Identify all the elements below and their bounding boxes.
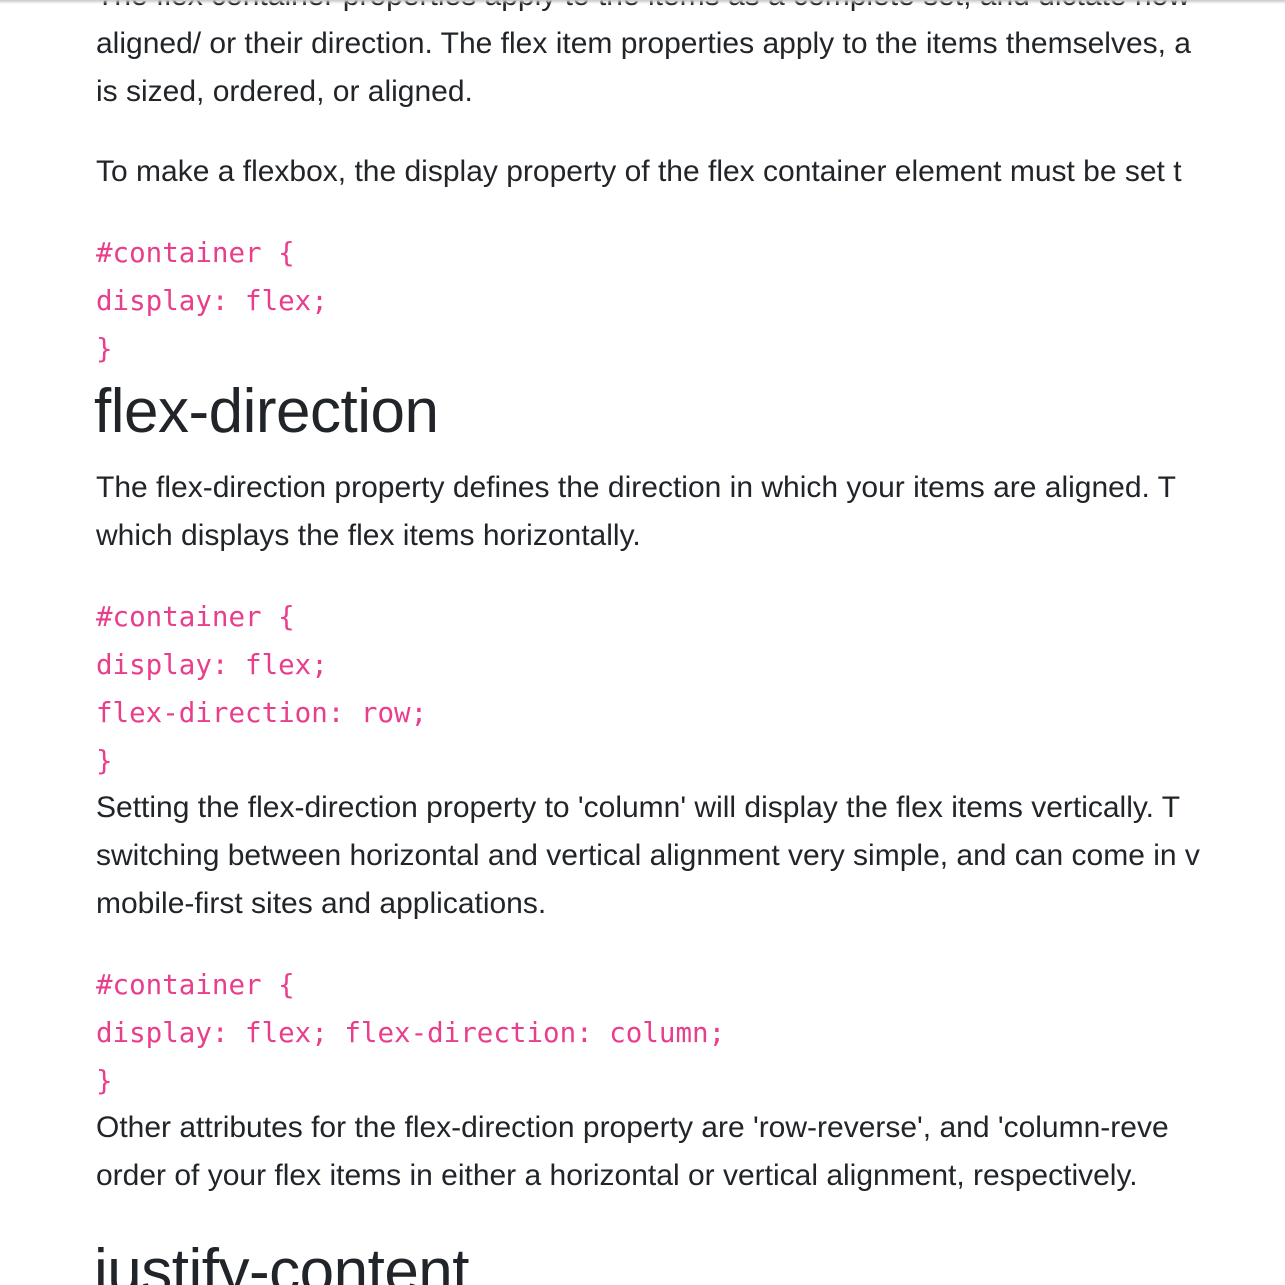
code-line: } [96, 1065, 113, 1097]
code-line: #container { [96, 237, 295, 269]
paragraph-line: is sized, ordered, or aligned. [96, 75, 473, 108]
heading-justify-content: justify-content [94, 1237, 470, 1285]
code-line: display: flex; flex-direction: column; [96, 1017, 726, 1049]
paragraph-line: aligned/ or their direction. The flex it… [96, 27, 1191, 60]
code-line: #container { [96, 969, 295, 1001]
code-block-flex-direction-row: #container { display: flex; flex-direction… [96, 593, 427, 785]
paragraph-line: To make a flexbox, the display property … [96, 155, 1182, 188]
reverse-paragraph: Other attributes for the flex-direction … [96, 1104, 1169, 1200]
code-block-display-flex: #container { display: flex;} [96, 229, 328, 373]
paragraph-line: order of your flex items in either a hor… [96, 1159, 1138, 1192]
code-line: display: flex; [96, 285, 328, 317]
paragraph-line: Setting the flex-direction property to '… [96, 791, 1181, 824]
display-paragraph: To make a flexbox, the display property … [96, 148, 1182, 196]
paragraph-line: Other attributes for the flex-direction … [96, 1111, 1169, 1144]
column-paragraph: Setting the flex-direction property to '… [96, 784, 1200, 928]
paragraph-line: The flex-direction property defines the … [96, 471, 1176, 504]
code-line: } [96, 745, 113, 777]
paragraph-line: mobile-first sites and applications. [96, 887, 547, 920]
toolbar-shadow [0, 0, 1285, 4]
code-line: #container { [96, 601, 295, 633]
code-line: display: flex; [96, 649, 328, 681]
paragraph-line: switching between horizontal and vertica… [96, 839, 1200, 872]
paragraph-line: which displays the flex items horizontal… [96, 519, 641, 552]
code-line: } [96, 333, 113, 365]
code-line: flex-direction: row; [96, 697, 428, 729]
flex-direction-paragraph: The flex-direction property defines the … [96, 464, 1176, 560]
heading-flex-direction: flex-direction [94, 377, 439, 446]
code-block-flex-direction-column: #container { display: flex; flex-directio… [96, 961, 725, 1105]
intro-paragraph: The flex container properties apply to t… [96, 0, 1191, 116]
